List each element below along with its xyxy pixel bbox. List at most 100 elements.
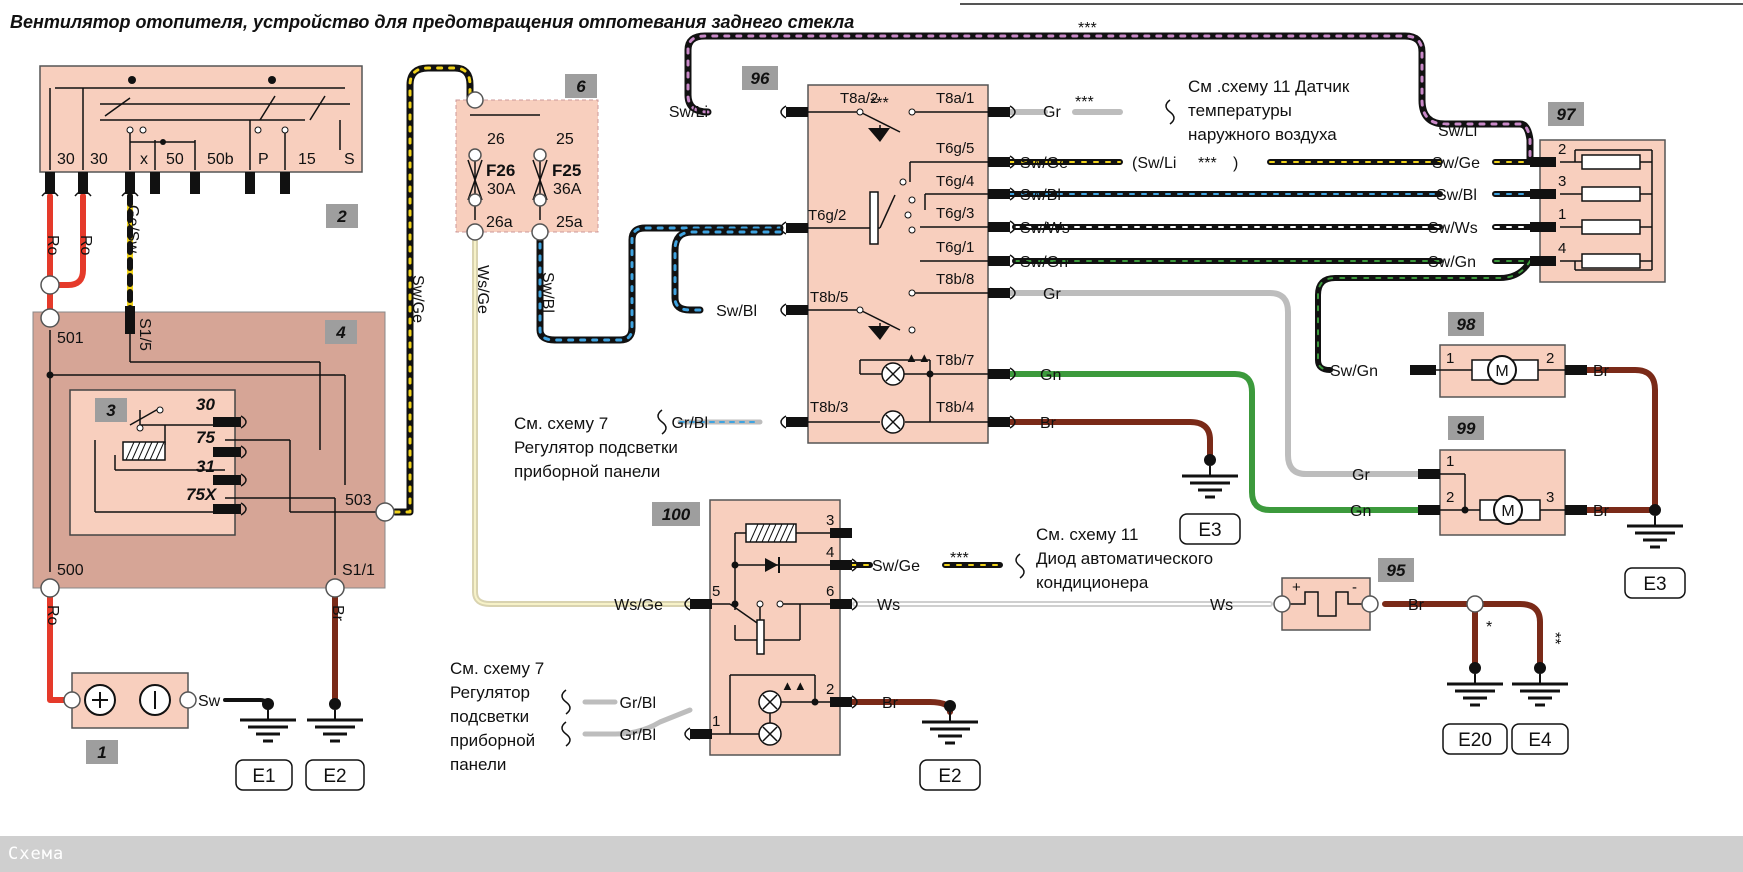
pin-100-3: 3 <box>826 512 834 529</box>
note-panel-2: Регулятор подсветки <box>514 438 678 457</box>
pin-100-6: 6 <box>826 583 834 600</box>
ground-e3-right-label: E3 <box>1643 574 1666 595</box>
label-gr-99: Gr <box>1352 467 1370 484</box>
wires <box>47 32 1658 737</box>
pin-99-1: 1 <box>1446 453 1454 470</box>
label-sw-gn-98: Sw/Gn <box>1330 363 1378 380</box>
label-br-100: Br <box>882 695 899 712</box>
pin-s11-label: S1/1 <box>342 562 375 579</box>
footer-label: Схема <box>8 844 65 864</box>
triple-star-100: *** <box>950 550 969 567</box>
terminal-30b: 30 <box>90 151 108 168</box>
label-sw-bl-96: Sw/Bl <box>716 303 757 320</box>
label-sw-gn-97: Sw/Gn <box>1428 254 1476 271</box>
wire-sw-bl-loop <box>671 228 784 314</box>
wire-sw-bl-fuse <box>536 224 784 344</box>
note-ac-2: Диод автоматического <box>1036 549 1213 568</box>
pin-s15-label: S1/5 <box>136 318 153 351</box>
pin-t8a1: T8a/1 <box>936 90 974 107</box>
ground-e1: E1 <box>235 698 298 791</box>
component-3-label: 3 <box>106 401 116 420</box>
pin-97-1: 1 <box>1558 206 1566 223</box>
coil-hatch <box>125 441 165 461</box>
svg-text:): ) <box>1233 155 1238 172</box>
fuse-f25: F25 <box>552 161 581 180</box>
note-temp-3: наружного воздуха <box>1188 125 1337 144</box>
fuse-f25-amp: 36A <box>553 181 582 198</box>
fuse-f26: F26 <box>486 161 515 180</box>
page-title: Вентилятор отопителя, устройство для пре… <box>10 12 854 32</box>
pin-100-1: 1 <box>712 713 720 730</box>
label-ro-3: Ro <box>44 605 61 626</box>
terminal-50b: 50b <box>207 151 234 168</box>
ground-e3-center: E3 <box>1179 454 1241 545</box>
fuse-pin-25a: 25a <box>556 214 583 231</box>
lamp-96-a <box>881 362 905 386</box>
ground-e1-label: E1 <box>252 766 275 787</box>
ground-e2-right-label: E2 <box>938 766 961 787</box>
label-sw-ws-97: Sw/Ws <box>1428 220 1478 237</box>
ground-e3-center-label: E3 <box>1198 520 1221 541</box>
pin-97-4: 4 <box>1558 240 1566 257</box>
pin-98-1: 1 <box>1446 350 1454 367</box>
lamp-100-a <box>758 690 782 714</box>
label-br-s11: Br <box>329 605 346 622</box>
label-gr-bl-96: Gr/Bl <box>672 415 708 432</box>
component-100-label: 100 <box>662 505 691 524</box>
label-sw-ge-vert: Sw/Ge <box>409 275 426 323</box>
fuse-pin-26: 26 <box>487 131 505 148</box>
svg-text:▲▲: ▲▲ <box>781 678 807 693</box>
terminal-x: x <box>140 151 148 168</box>
label-gr-t8b8: Gr <box>1043 286 1061 303</box>
wire-sw-li-stripe <box>686 34 1532 162</box>
wire-gr-99 <box>1007 290 1423 477</box>
pin-97-2: 2 <box>1558 141 1566 158</box>
notes: См .схему 11 Датчик температуры наружног… <box>450 77 1350 774</box>
pin-t6g4: T6g/4 <box>936 173 974 190</box>
svg-text:▲▲: ▲▲ <box>905 350 931 365</box>
component-100-control-unit: 100 <box>652 499 858 756</box>
pin-98-2: 2 <box>1546 350 1554 367</box>
note-panel2-3: подсветки <box>450 707 529 726</box>
pin-t8b7: T8b/7 <box>936 352 974 369</box>
component-97-label: 97 <box>1557 105 1577 124</box>
wire-sw-ge-503-stripe <box>393 66 472 514</box>
label-ws-ge-100: Ws/Ge <box>614 597 663 614</box>
pin-501-label: 501 <box>57 330 84 347</box>
pin-500-label: 500 <box>57 562 84 579</box>
label-gr-96: Gr <box>1043 104 1061 121</box>
triple-star-top: *** <box>1078 20 1097 37</box>
note-ac-1: См. схему 11 <box>1036 525 1138 544</box>
motor-99-symbol: M <box>1501 503 1514 520</box>
note-panel2-5: панели <box>450 755 506 774</box>
lamp-100-b <box>758 722 782 746</box>
pin-30-label: 30 <box>196 395 215 414</box>
label-br-99: Br <box>1593 503 1610 520</box>
wire-sw-gn-98-stripe <box>1317 260 1531 371</box>
component-4-relay-block: 4 3 <box>32 306 386 589</box>
label-sw-li-96: Sw/Li <box>669 104 708 121</box>
pin-t6g5: T6g/5 <box>936 140 974 157</box>
note-temp-1: См .схему 11 Датчик <box>1188 77 1350 96</box>
label-sw-li-triple: *** <box>1198 155 1217 172</box>
wire-br-96 <box>1007 419 1213 461</box>
note-panel-1: См. схему 7 <box>514 414 608 433</box>
label-gn-99: Gn <box>1350 503 1371 520</box>
wire-sw-bl-loop-stripe <box>673 230 782 312</box>
wire-gr-bl-100b <box>582 707 693 737</box>
pin-t8b3: T8b/3 <box>810 399 848 416</box>
wire-sw-bl-fuse-stripe <box>538 226 782 342</box>
terminal-30a: 30 <box>57 151 75 168</box>
ground-e4: E4 <box>1510 662 1570 755</box>
junction-dots-left <box>40 275 395 598</box>
component-97-rear-window-heater: 97 2 3 1 4 <box>1530 102 1666 283</box>
pin-100-5: 5 <box>712 583 720 600</box>
note-panel2-1: См. схему 7 <box>450 659 544 678</box>
pin-t6g3: T6g/3 <box>936 205 974 222</box>
label-ro-1: Ro <box>44 235 61 256</box>
wire-br-95 <box>1382 601 1543 668</box>
pin-t6g1: T6g/1 <box>936 239 974 256</box>
label-sw-ge-100: Sw/Ge <box>872 558 920 575</box>
wire-br-98 <box>1582 367 1658 511</box>
